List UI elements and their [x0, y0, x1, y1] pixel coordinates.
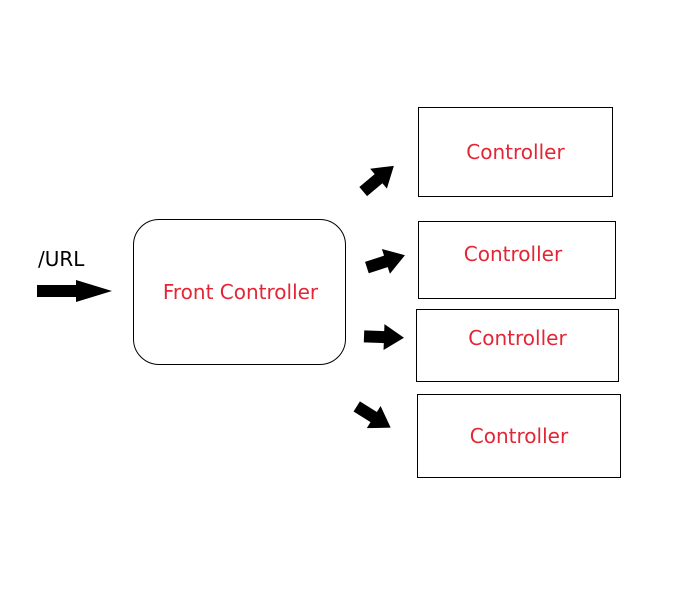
- controller-box-1: Controller: [418, 107, 613, 197]
- controller-label-3: Controller: [468, 325, 567, 350]
- arrow-to-controller-1-icon: [359, 165, 394, 197]
- controller-label-2: Controller: [463, 242, 563, 266]
- controller-box-4: Controller: [417, 394, 621, 478]
- arrow-to-controller-3-icon: [363, 324, 404, 351]
- front-controller-box: Front Controller: [133, 219, 346, 365]
- front-controller-label: Front Controller: [162, 280, 319, 304]
- controller-label-1: Controller: [466, 140, 565, 164]
- arrow-to-controller-2-icon: [365, 249, 405, 274]
- controller-box-2: Controller: [418, 221, 616, 299]
- url-label: /URL: [38, 247, 85, 271]
- arrow-to-controller-4-icon: [353, 401, 391, 429]
- input-arrow-icon: [37, 280, 112, 302]
- controller-box-3: Controller: [416, 309, 619, 382]
- controller-label-4: Controller: [469, 424, 569, 448]
